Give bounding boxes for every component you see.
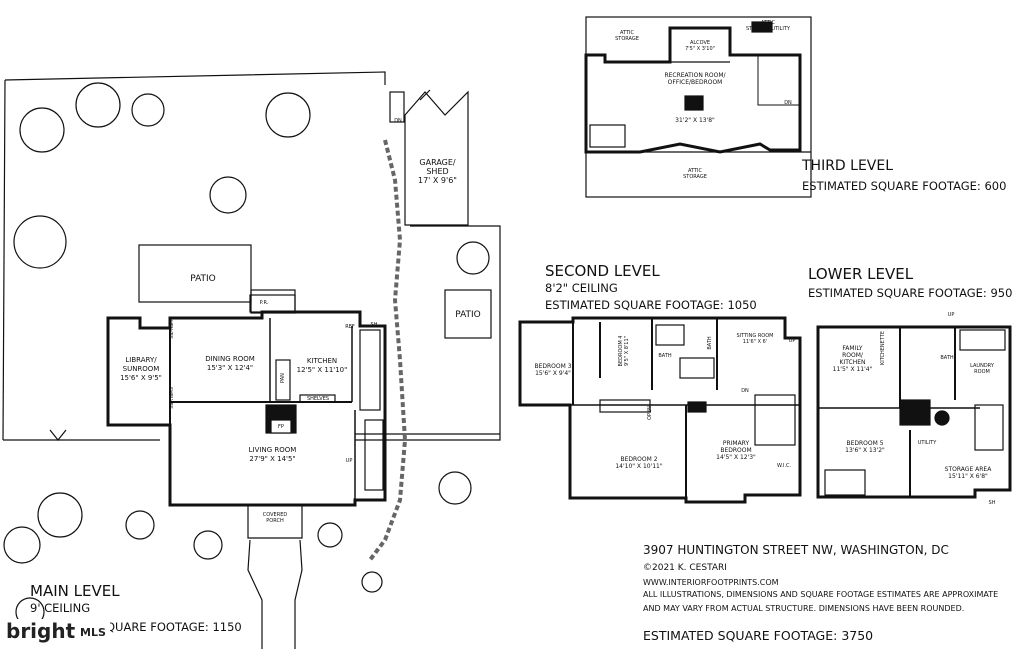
storage-area-label: STORAGE AREA 15'11" X 6'8" (944, 466, 992, 480)
powder-room-label: P.R. (259, 300, 269, 306)
library-sunroom-label: LIBRARY/ SUNROOM 15'6" X 9'5" (120, 356, 162, 382)
disclaimer-line-2: AND MAY VARY FROM ACTUAL STRUCTURE. DIME… (643, 604, 965, 613)
family-room-label: FAMILY ROOM/ KITCHEN 11'5" X 11'4" (832, 345, 873, 373)
second-dn-label: DN (741, 388, 749, 394)
utility-label: UTILITY (917, 440, 937, 446)
primary-bedroom-label: PRIMARY BEDROOM 14'5" X 12'3" (716, 440, 756, 461)
attic-storage-left-label: ATTIC STORAGE (615, 30, 639, 42)
shelves-1-label: SHELVES (167, 316, 173, 340)
kitchen-label: KITCHEN 12'5" X 11'10" (296, 357, 348, 374)
second-up-label: UP (788, 338, 796, 344)
bedroom2-label: BEDROOM 2 14'10" X 10'11" (615, 456, 663, 470)
lower-level-title: LOWER LEVEL (808, 265, 914, 283)
bedroom4-label: BEDROOM 4 9'5" X 8'11" (618, 335, 630, 367)
lower-bath-label: BATH (940, 355, 954, 361)
pantry-label: PAN (280, 373, 286, 383)
lower-level-square-footage: ESTIMATED SQUARE FOOTAGE: 950 (808, 286, 1013, 300)
open-label: OPEN (647, 406, 653, 420)
garage-shed-label: GARAGE/ SHED 17' X 9'6" (417, 158, 457, 185)
third-dn-label: DN (784, 100, 792, 106)
bath2-label: BATH (707, 336, 713, 350)
total-square-footage: ESTIMATED SQUARE FOOTAGE: 3750 (643, 628, 874, 643)
kitchenette-label: KITCHENETTE (880, 331, 886, 366)
shelves-3-label: SHELVES (306, 396, 330, 402)
second-level-title: SECOND LEVEL (545, 262, 660, 280)
bright-mls-watermark: bright MLS (0, 619, 110, 649)
website: WWW.INTERIORFOOTPRINTS.COM (643, 578, 779, 587)
wic-label: W.I.C. (776, 463, 792, 469)
property-address: 3907 HUNTINGTON STREET NW, WASHINGTON, D… (643, 543, 949, 557)
fireplace-label: FP (278, 424, 284, 430)
main-sh-label: SH (370, 322, 378, 328)
watermark-suffix: MLS (80, 626, 106, 639)
main-level-title: MAIN LEVEL (30, 582, 120, 600)
patio-top-label: PATIO (190, 274, 216, 284)
recreation-room-label: RECREATION ROOM/ OFFICE/BEDROOM (664, 72, 726, 86)
main-level-ceiling: 9' CEILING (30, 601, 91, 615)
main-dn-label: DN (394, 118, 402, 124)
sitting-room-label: SITTING ROOM 11'6" X 6' (736, 333, 774, 345)
attic-storage-bottom-label: ATTIC STORAGE (683, 168, 707, 180)
second-level-ceiling: 8'2" CEILING (545, 281, 618, 295)
bedroom5-label: BEDROOM 5 13'6" X 13'2" (845, 440, 885, 454)
lower-sh1-label: SH (902, 418, 910, 424)
ref-label: REF (345, 324, 355, 330)
second-level-square-footage: ESTIMATED SQUARE FOOTAGE: 1050 (545, 298, 757, 312)
shelves-2-label: SHELVES (167, 386, 173, 410)
third-level-title: THIRD LEVEL (802, 158, 894, 174)
lower-up-label: UP (947, 312, 955, 318)
living-room-label: LIVING ROOM 27'9" X 14'5" (248, 446, 297, 463)
dining-room-label: DINING ROOM 15'3" X 12'4" (205, 355, 255, 372)
bedroom3-label: BEDROOM 3 15'6" X 9'4" (534, 363, 572, 377)
lower-sh2-label: SH (988, 500, 996, 506)
alcove-label: ALCOVE 7'5" X 3'10" (685, 40, 715, 52)
watermark-brand: bright (6, 619, 76, 643)
patio-right-label: PATIO (455, 310, 481, 320)
laundry-room-label: LAUNDRY ROOM (970, 363, 994, 375)
third-level-square-footage: ESTIMATED SQUARE FOOTAGE: 600 (802, 179, 1007, 193)
recreation-room-dims: 31'2" X 13'8" (675, 117, 715, 124)
covered-porch-label: COVERED PORCH (262, 512, 288, 524)
copyright: ©2021 K. CESTARI (643, 563, 727, 573)
bath1-label: BATH (658, 353, 672, 359)
disclaimer-line-1: ALL ILLUSTRATIONS, DIMENSIONS AND SQUARE… (643, 590, 999, 599)
attic-storage-utility-label: ATTIC STORAGE/UTILITY (745, 20, 791, 32)
main-up-label: UP (345, 458, 353, 464)
